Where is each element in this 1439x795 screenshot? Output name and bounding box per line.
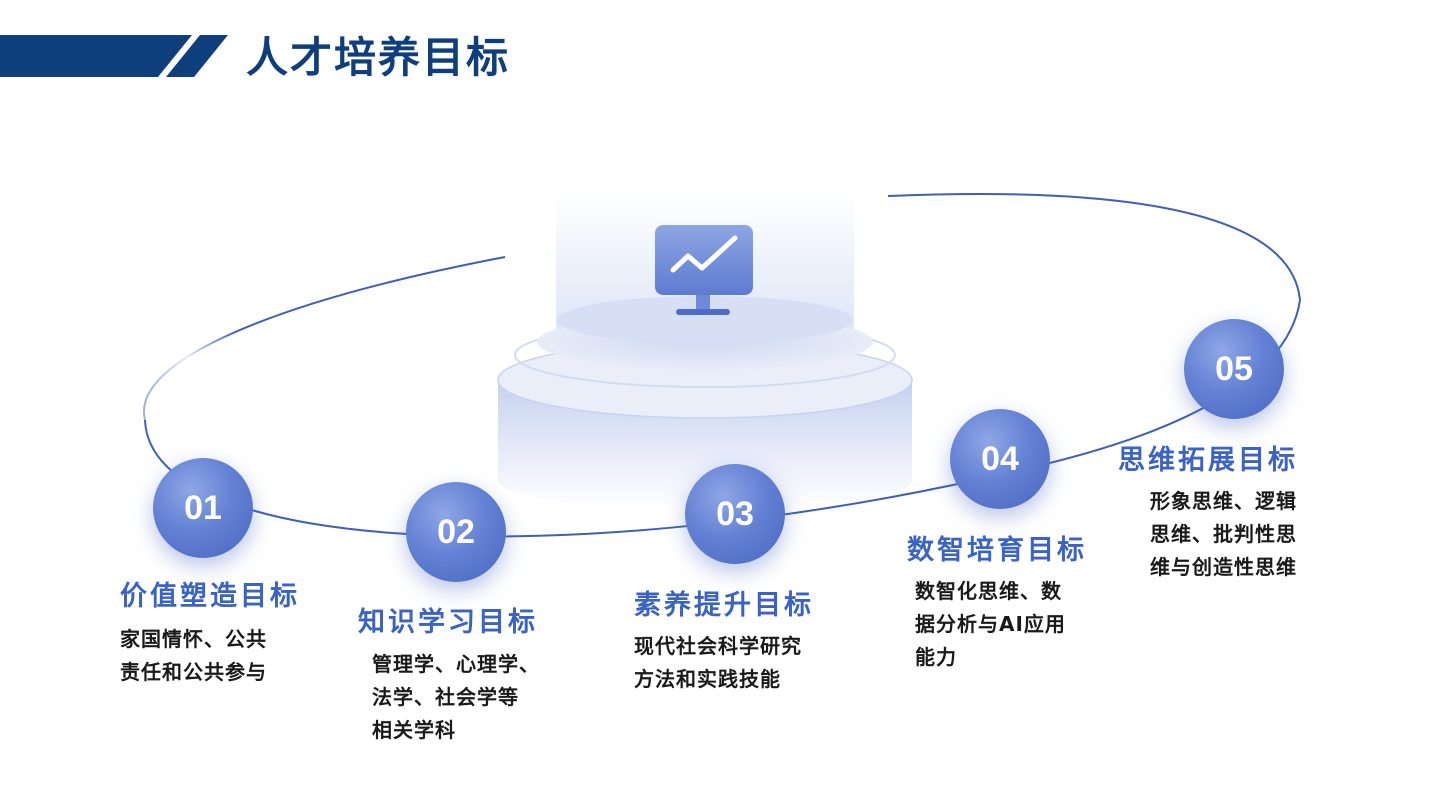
goal-title-1: 价值塑造目标 — [120, 581, 300, 612]
goal-desc-line: 责任和公共参与 — [120, 660, 267, 684]
goal-title-3: 素养提升目标 — [634, 590, 814, 621]
goal-desc-line: 数智化思维、数 — [915, 579, 1062, 603]
goal-node-1: 01 — [153, 458, 253, 558]
goal-title-4: 数智培育目标 — [907, 535, 1087, 566]
goal-desc-5: 形象思维、逻辑 思维、批判性思 维与创造性思维 — [1150, 485, 1297, 584]
goal-desc-line: 相关学科 — [372, 718, 456, 742]
goal-desc-1: 家国情怀、公共 责任和公共参与 — [120, 623, 267, 689]
goal-node-4: 04 — [950, 409, 1050, 509]
goal-node-5: 05 — [1184, 319, 1284, 419]
monitor-chart-icon — [655, 225, 753, 315]
goal-desc-line: 法学、社会学等 — [372, 685, 519, 709]
goal-desc-line: 据分析与AI应用 — [915, 612, 1066, 636]
goal-desc-line: 家国情怀、公共 — [120, 627, 267, 651]
goal-title-5: 思维拓展目标 — [1118, 445, 1298, 476]
center-podium — [497, 190, 913, 510]
goal-desc-line: 思维、批判性思 — [1150, 522, 1297, 546]
header-bar-decoration — [0, 35, 228, 77]
goal-desc-line: 维与创造性思维 — [1150, 555, 1297, 579]
goal-node-2: 02 — [406, 482, 506, 582]
page-title: 人才培养目标 — [246, 33, 511, 82]
goal-desc-line: 现代社会科学研究 — [634, 634, 802, 658]
goal-desc-line: 方法和实践技能 — [634, 667, 781, 691]
goal-desc-line: 能力 — [915, 645, 957, 669]
goal-title-2: 知识学习目标 — [358, 607, 538, 638]
goal-node-3: 03 — [685, 464, 785, 564]
goal-desc-line: 管理学、心理学、 — [372, 652, 540, 676]
goal-desc-line: 形象思维、逻辑 — [1150, 489, 1297, 513]
goal-desc-4: 数智化思维、数 据分析与AI应用 能力 — [915, 575, 1066, 674]
goal-desc-2: 管理学、心理学、 法学、社会学等 相关学科 — [372, 648, 540, 747]
goal-desc-3: 现代社会科学研究 方法和实践技能 — [634, 630, 802, 696]
